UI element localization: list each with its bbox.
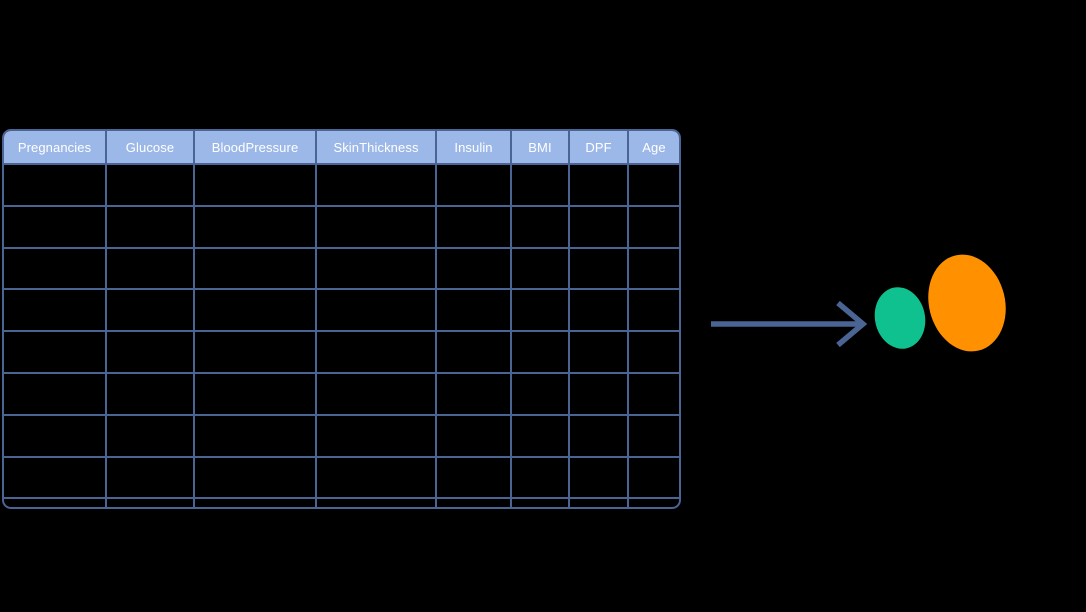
table-cell[interactable]: [4, 373, 107, 414]
table-cell[interactable]: [195, 165, 317, 205]
table-cell[interactable]: [570, 248, 629, 289]
table-row[interactable]: [4, 497, 679, 507]
table-row[interactable]: [4, 455, 679, 498]
table-cell[interactable]: [629, 290, 679, 330]
table-cell[interactable]: [107, 165, 195, 205]
table-cell[interactable]: [437, 290, 512, 331]
table-row[interactable]: [4, 288, 679, 331]
table-cell[interactable]: [107, 373, 195, 414]
table-cell[interactable]: [437, 415, 512, 456]
table-cell[interactable]: [570, 499, 629, 507]
table-cell[interactable]: [512, 206, 570, 247]
table-cell[interactable]: [4, 499, 107, 507]
table-cell[interactable]: [107, 499, 195, 507]
table-cell[interactable]: [195, 415, 317, 456]
outcome-shapes-group: [866, 244, 1016, 364]
table-cell[interactable]: [107, 457, 195, 498]
table-row[interactable]: [4, 204, 679, 247]
table-cell[interactable]: [570, 165, 629, 205]
table-cell[interactable]: [107, 248, 195, 289]
table-cell[interactable]: [107, 332, 195, 372]
table-cell[interactable]: [629, 249, 679, 289]
column-header-skinthickness[interactable]: SkinThickness: [317, 131, 437, 163]
arrow-head: [836, 300, 868, 348]
table-cell[interactable]: [629, 207, 679, 247]
table-cell[interactable]: [512, 457, 570, 498]
table-cell[interactable]: [570, 290, 629, 331]
table-cell[interactable]: [317, 332, 437, 372]
table-cell[interactable]: [4, 248, 107, 289]
table-cell[interactable]: [629, 499, 679, 507]
arrow-icon: [711, 300, 868, 348]
table-cell[interactable]: [195, 290, 317, 331]
table-cell[interactable]: [629, 416, 679, 456]
table-cell[interactable]: [437, 499, 512, 507]
table-cell[interactable]: [512, 332, 570, 372]
column-header-insulin[interactable]: Insulin: [437, 131, 512, 163]
table-cell[interactable]: [570, 373, 629, 414]
table-row[interactable]: [4, 413, 679, 456]
green-ellipse: [869, 282, 931, 354]
column-header-dpf[interactable]: DPF: [570, 131, 629, 163]
table-cell[interactable]: [512, 248, 570, 289]
table-cell[interactable]: [195, 373, 317, 414]
table-cell[interactable]: [317, 206, 437, 247]
table-cell[interactable]: [4, 206, 107, 247]
table-cell[interactable]: [195, 457, 317, 498]
table-cell[interactable]: [195, 206, 317, 247]
table-cell[interactable]: [512, 499, 570, 507]
table-cell[interactable]: [512, 415, 570, 456]
orange-ellipse: [918, 246, 1016, 360]
table-cell[interactable]: [437, 206, 512, 247]
table-row[interactable]: [4, 246, 679, 289]
table-row[interactable]: [4, 371, 679, 414]
table-cell[interactable]: [570, 206, 629, 247]
table-cell[interactable]: [317, 165, 437, 205]
table-cell[interactable]: [570, 415, 629, 456]
table-cell[interactable]: [629, 458, 679, 498]
table-cell[interactable]: [317, 290, 437, 331]
table-cell[interactable]: [195, 248, 317, 289]
table-cell[interactable]: [437, 248, 512, 289]
table-body: [4, 163, 679, 507]
table-cell[interactable]: [107, 206, 195, 247]
column-header-bmi[interactable]: BMI: [512, 131, 570, 163]
table-cell[interactable]: [629, 165, 679, 205]
table-cell[interactable]: [4, 290, 107, 331]
table-cell[interactable]: [317, 248, 437, 289]
table-cell[interactable]: [317, 499, 437, 507]
column-header-pregnancies[interactable]: Pregnancies: [4, 131, 107, 163]
table-row[interactable]: [4, 163, 679, 205]
table-row[interactable]: [4, 330, 679, 372]
table-cell[interactable]: [195, 499, 317, 507]
table-cell[interactable]: [317, 457, 437, 498]
table-cell[interactable]: [629, 374, 679, 414]
table-cell[interactable]: [4, 457, 107, 498]
dataset-table: Pregnancies Glucose BloodPressure SkinTh…: [2, 129, 681, 509]
table-cell[interactable]: [317, 415, 437, 456]
table-cell[interactable]: [570, 332, 629, 372]
column-header-bloodpressure[interactable]: BloodPressure: [195, 131, 317, 163]
column-header-age[interactable]: Age: [642, 139, 666, 155]
table-cell[interactable]: [4, 415, 107, 456]
table-cell[interactable]: [437, 457, 512, 498]
table-cell[interactable]: [512, 373, 570, 414]
table-cell[interactable]: [4, 165, 107, 205]
table-cell[interactable]: [437, 332, 512, 372]
table-cell[interactable]: [195, 332, 317, 372]
table-grid: Pregnancies Glucose BloodPressure SkinTh…: [2, 129, 681, 509]
table-cell[interactable]: [437, 165, 512, 205]
table-cell[interactable]: [512, 165, 570, 205]
table-cell[interactable]: [512, 290, 570, 331]
table-cell[interactable]: [317, 373, 437, 414]
flow-arrow-right: [705, 296, 875, 354]
table-cell[interactable]: [4, 332, 107, 372]
table-header-row: Pregnancies Glucose BloodPressure SkinTh…: [4, 131, 679, 163]
table-cell[interactable]: [629, 332, 679, 372]
table-cell[interactable]: [107, 415, 195, 456]
table-cell[interactable]: [437, 373, 512, 414]
table-cell[interactable]: [107, 290, 195, 331]
table-cell[interactable]: [570, 457, 629, 498]
column-header-glucose[interactable]: Glucose: [107, 131, 195, 163]
